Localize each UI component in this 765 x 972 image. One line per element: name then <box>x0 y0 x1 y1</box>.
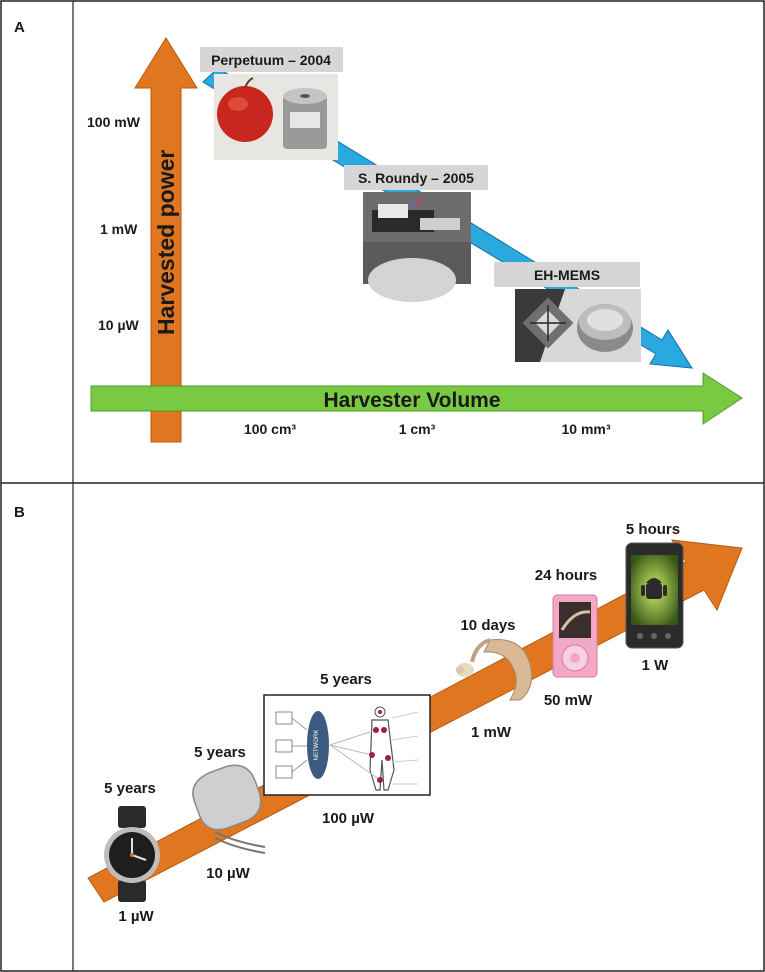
device-lifetime-label: 5 years <box>104 780 156 797</box>
device-lifetime-label: 5 years <box>194 744 246 761</box>
device-power-label: 1 mW <box>471 724 512 741</box>
smartphone-icon <box>625 542 684 649</box>
x-tick-label: 10 mm³ <box>561 421 610 437</box>
milestone-label: Perpetuum – 2004 <box>211 52 331 68</box>
harvested-power-arrow <box>134 37 198 443</box>
y-tick-label: 10 µW <box>98 317 140 333</box>
y-tick-label: 1 mW <box>100 221 138 237</box>
milestone-label-box <box>494 262 640 287</box>
device-power-label: 100 µW <box>322 810 375 827</box>
pacemaker-icon <box>192 764 266 854</box>
x-tick-label: 1 cm³ <box>399 421 436 437</box>
milestone-label-box <box>200 47 343 72</box>
device-power-label: 10 µW <box>206 865 250 882</box>
wristwatch-icon <box>104 806 160 902</box>
y-tick-label: 100 mW <box>87 114 141 130</box>
perpetuum-photo-icon <box>214 74 338 160</box>
panel-b-letter: B <box>14 504 25 521</box>
device-lifetime-label: 24 hours <box>535 567 598 584</box>
hearing-aid-icon <box>456 638 533 701</box>
device-power-label: 50 mW <box>544 692 593 709</box>
harvester-volume-arrow <box>90 372 743 425</box>
x-axis-title: Harvester Volume <box>323 389 500 412</box>
milestone-label-box <box>344 165 488 190</box>
y-axis-title: Harvested power <box>153 150 179 335</box>
x-tick-label: 100 cm³ <box>244 421 296 437</box>
mp3-player-icon <box>552 594 598 678</box>
mems-harvester-photo-icon <box>515 289 641 362</box>
device-lifetime-label: 10 days <box>460 617 515 634</box>
device-power-label: 1 µW <box>118 908 154 925</box>
roundy-harvester-photo-icon <box>363 192 471 302</box>
network-label: NETWORK <box>314 730 320 761</box>
panel-a: Harvested power Harvester Volume 100 mW … <box>87 37 743 443</box>
body-sensor-network-icon: NETWORK <box>263 694 431 796</box>
milestone-label: EH-MEMS <box>534 267 600 283</box>
device-power-label: 1 W <box>642 657 670 674</box>
panel-b: 5 years 1 µW 5 years 10 µW 5 years NETWO… <box>87 521 743 925</box>
device-lifetime-label: 5 hours <box>626 521 680 538</box>
device-lifetime-label: 5 years <box>320 671 372 688</box>
panel-a-letter: A <box>14 19 25 36</box>
milestone-label: S. Roundy – 2005 <box>358 170 474 186</box>
